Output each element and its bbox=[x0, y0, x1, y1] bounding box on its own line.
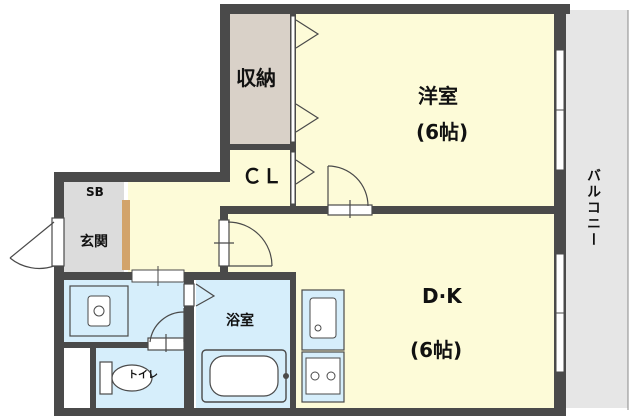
wall-toilet-top bbox=[64, 342, 186, 348]
dk-label: D·K bbox=[422, 284, 462, 308]
door-hall-dk bbox=[214, 219, 273, 267]
western-room-size: (6帖) bbox=[416, 120, 469, 144]
door-entrance bbox=[9, 217, 65, 270]
balcony-label: バルコニー bbox=[585, 168, 601, 248]
western-room-label: 洋室 bbox=[418, 84, 458, 108]
closet-floor bbox=[228, 150, 292, 206]
dk-size: (6帖) bbox=[410, 338, 463, 362]
toilet-label: トイレ bbox=[128, 370, 158, 381]
toilet-fixture bbox=[99, 361, 153, 395]
closet-label: ＣＬ bbox=[242, 164, 282, 188]
wall-left-outer bbox=[54, 172, 64, 416]
door-western bbox=[327, 165, 373, 218]
storage-label: 収納 bbox=[236, 66, 276, 90]
wall-bottom bbox=[54, 408, 566, 416]
bathtub bbox=[201, 349, 289, 403]
wall-left-upper bbox=[220, 4, 230, 180]
western-room-floor bbox=[296, 14, 554, 206]
wall-storage-divider bbox=[228, 144, 292, 150]
storage-floor bbox=[228, 14, 292, 144]
stove bbox=[301, 351, 345, 403]
door-washroom bbox=[131, 266, 185, 286]
wall-toilet-left bbox=[90, 342, 96, 412]
wall-entry-top bbox=[54, 172, 230, 182]
sb-label: SB bbox=[86, 185, 104, 199]
door-toilet bbox=[147, 308, 185, 352]
entrance-step bbox=[122, 200, 130, 270]
hall-floor bbox=[128, 182, 228, 272]
entrance-label: 玄関 bbox=[80, 234, 108, 250]
wall-top bbox=[220, 4, 570, 14]
wall-bath-left bbox=[184, 272, 194, 412]
door-bath bbox=[183, 283, 216, 307]
washbasin bbox=[69, 285, 129, 337]
kitchen-sink bbox=[301, 289, 345, 351]
storage-doors bbox=[290, 15, 320, 205]
entrance-floor bbox=[64, 182, 124, 272]
wall-mid-horizontal bbox=[228, 206, 558, 214]
windows bbox=[554, 49, 566, 373]
wc-side-floor bbox=[64, 348, 90, 408]
balcony-floor bbox=[566, 10, 628, 408]
wall-bath-right bbox=[290, 272, 296, 412]
bath-label: 浴室 bbox=[226, 313, 254, 329]
